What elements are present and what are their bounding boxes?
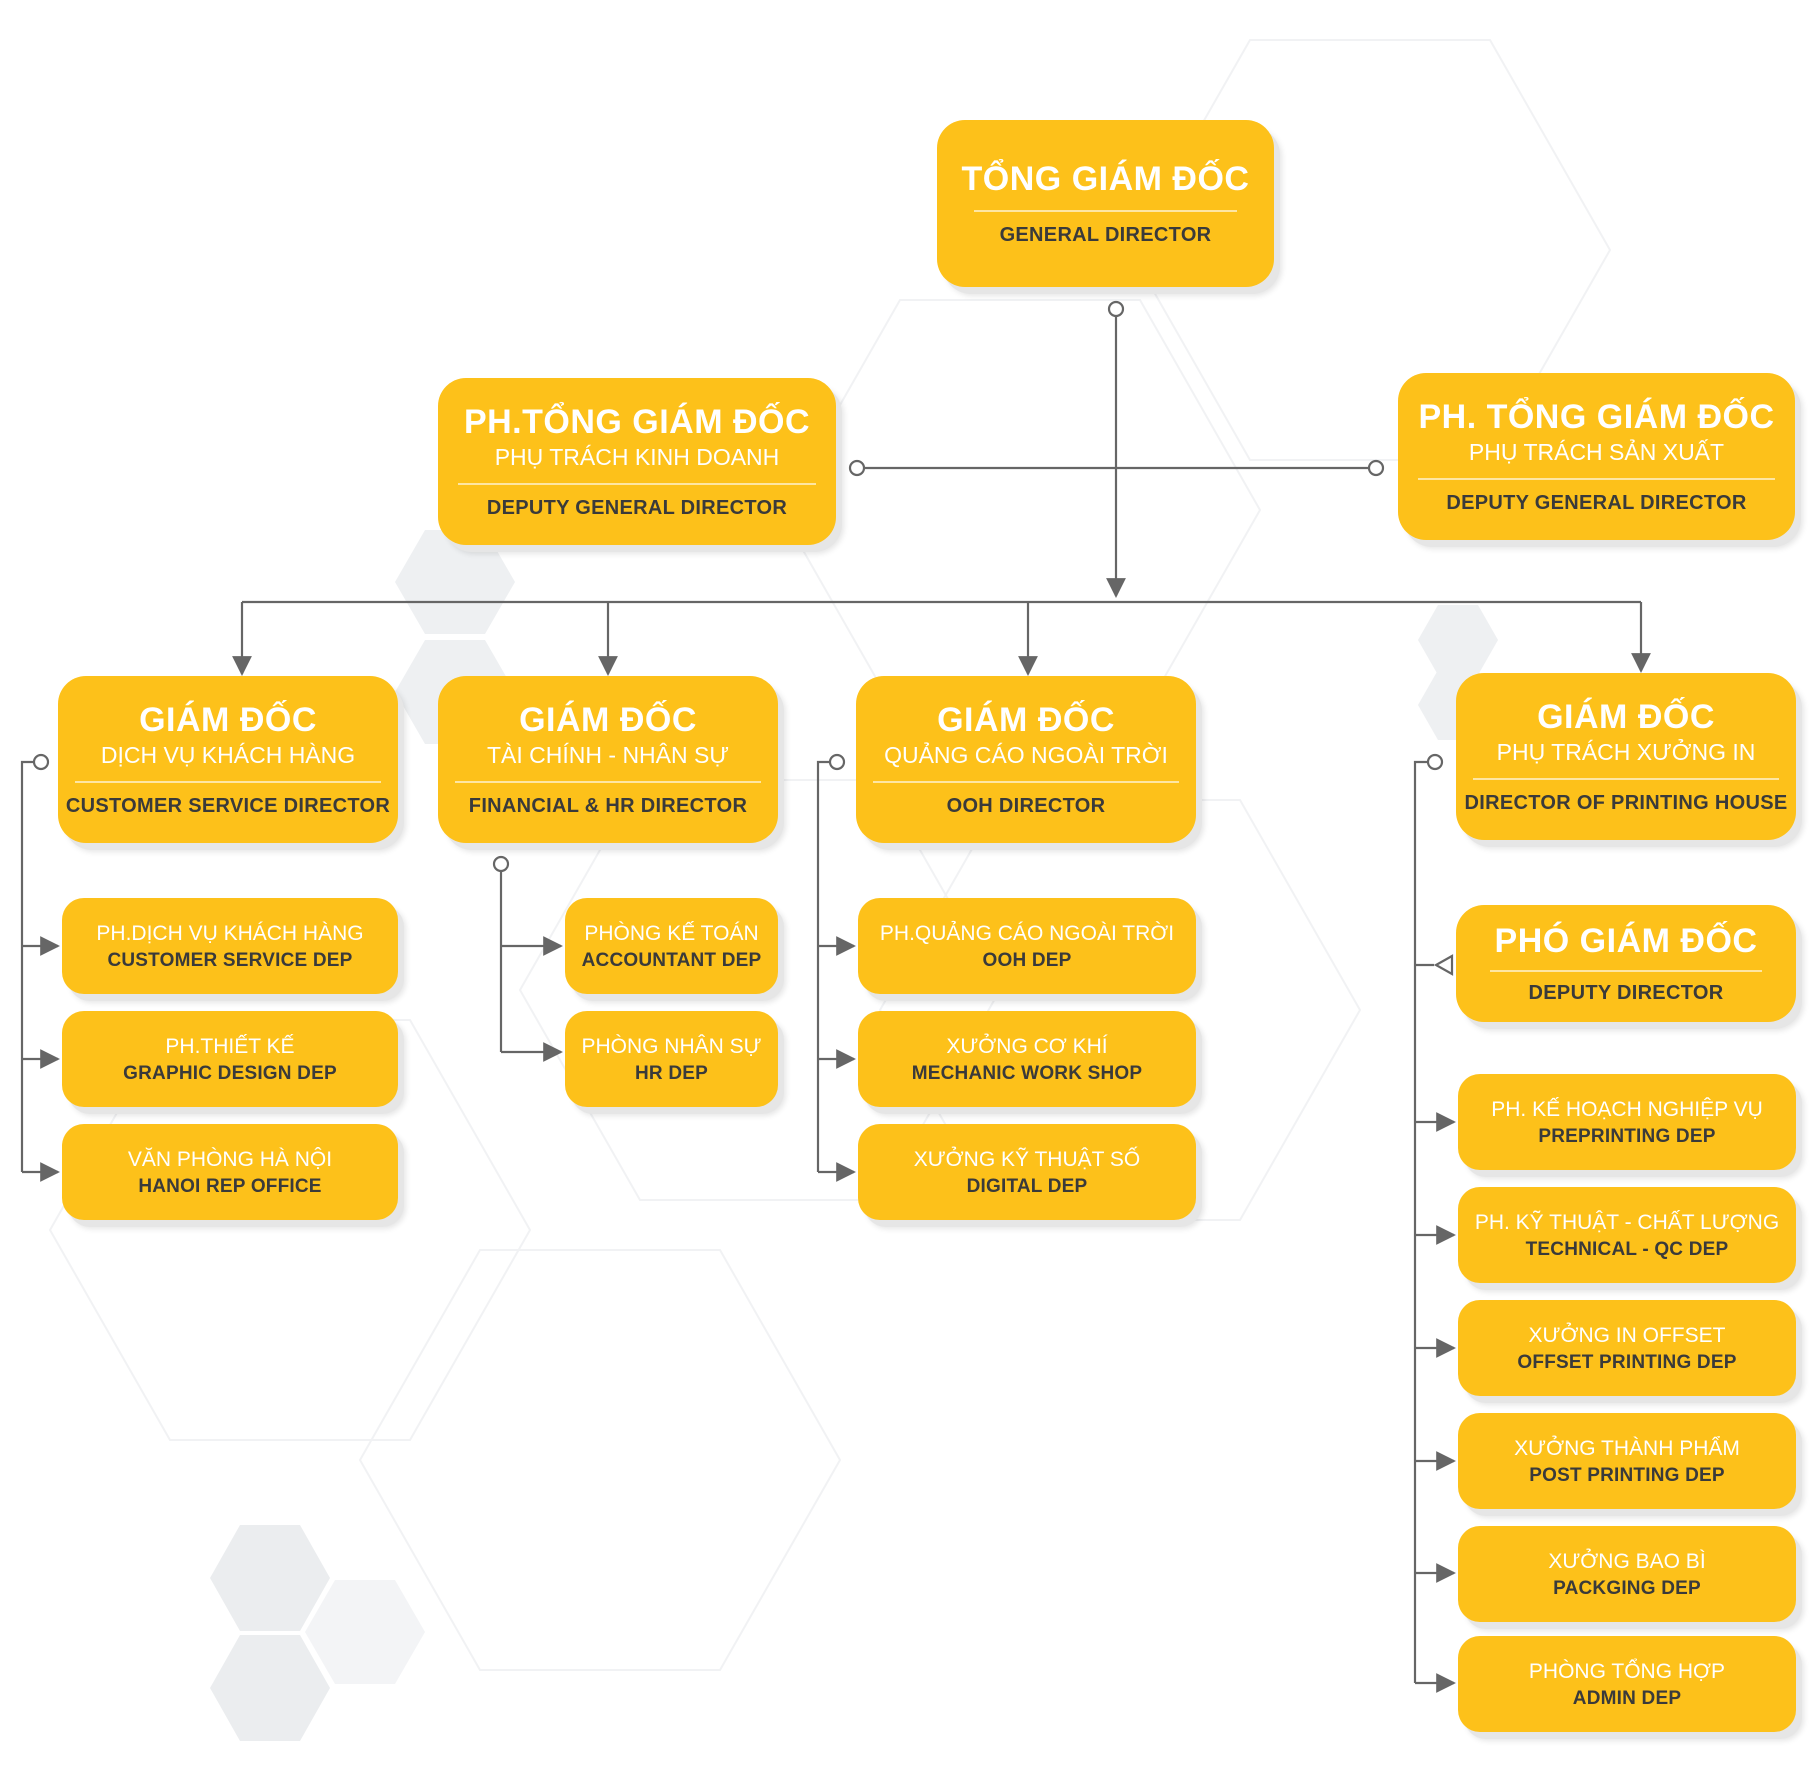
dept-name: VĂN PHÒNG HÀ NỘI — [127, 1147, 333, 1171]
dept-name-en: ADMIN DEP — [1572, 1688, 1682, 1710]
dept-name: PH. KẾ HOẠCH NGHIỆP VỤ — [1491, 1097, 1763, 1121]
dept-packaging[interactable]: XƯỞNG BAO BÌ PACKGING DEP — [1458, 1526, 1796, 1622]
customer-service-director-box[interactable]: GIÁM ĐỐC DỊCH VỤ KHÁCH HÀNG CUSTOMER SER… — [58, 676, 398, 843]
deputy-business-box[interactable]: PH.TỔNG GIÁM ĐỐC PHỤ TRÁCH KINH DOANH DE… — [438, 378, 836, 545]
dept-ooh[interactable]: PH.QUẢNG CÁO NGOÀI TRỜI OOH DEP — [858, 898, 1196, 994]
dept-name: PH.DỊCH VỤ KHÁCH HÀNG — [96, 921, 364, 945]
dept-offset-printing[interactable]: XƯỞNG IN OFFSET OFFSET PRINTING DEP — [1458, 1300, 1796, 1396]
divider — [1417, 477, 1776, 480]
finance-hr-director-box[interactable]: GIÁM ĐỐC TÀI CHÍNH - NHÂN SỰ FINANCIAL &… — [438, 676, 778, 843]
dept-name-en: TECHNICAL - QC DEP — [1525, 1239, 1729, 1261]
dept-name: PHÒNG NHÂN SỰ — [581, 1034, 762, 1058]
dept-graphic-design[interactable]: PH.THIẾT KẾ GRAPHIC DESIGN DEP — [62, 1011, 398, 1107]
dept-admin[interactable]: PHÒNG TỔNG HỢP ADMIN DEP — [1458, 1636, 1796, 1732]
printing-house-director-box[interactable]: GIÁM ĐỐC PHỤ TRÁCH XƯỞNG IN DIRECTOR OF … — [1456, 673, 1796, 840]
dept-technical-qc[interactable]: PH. KỸ THUẬT - CHẤT LƯỢNG TECHNICAL - QC… — [1458, 1187, 1796, 1283]
dept-name-en: OOH DEP — [982, 950, 1072, 972]
ooh-director-box[interactable]: GIÁM ĐỐC QUẢNG CÁO NGOÀI TRỜI OOH DIRECT… — [856, 676, 1196, 843]
dept-name-en: CUSTOMER SERVICE DEP — [107, 950, 353, 972]
divider — [457, 482, 817, 485]
divider — [873, 780, 1179, 783]
general-director-en: GENERAL DIRECTOR — [999, 224, 1212, 247]
divider — [1473, 777, 1779, 780]
dept-hr[interactable]: PHÒNG NHÂN SỰ HR DEP — [565, 1011, 778, 1107]
dept-name: XƯỞNG KỸ THUẬT SỐ — [913, 1147, 1141, 1171]
dept-customer-service[interactable]: PH.DỊCH VỤ KHÁCH HÀNG CUSTOMER SERVICE D… — [62, 898, 398, 994]
deputy-director-box[interactable]: PHÓ GIÁM ĐỐC DEPUTY DIRECTOR — [1456, 905, 1796, 1022]
dept-name: XƯỞNG CƠ KHÍ — [946, 1034, 1108, 1058]
director-subtitle: QUẢNG CÁO NGOÀI TRỜI — [884, 742, 1168, 769]
dept-name: PH.THIẾT KẾ — [165, 1034, 295, 1058]
dept-name-en: MECHANIC WORK SHOP — [911, 1063, 1143, 1085]
dept-name: PH. KỸ THUẬT - CHẤT LƯỢNG — [1474, 1210, 1780, 1234]
director-title: GIÁM ĐỐC — [937, 701, 1115, 740]
deputy-business-title: PH.TỔNG GIÁM ĐỐC — [463, 403, 811, 442]
dept-preprinting[interactable]: PH. KẾ HOẠCH NGHIỆP VỤ PREPRINTING DEP — [1458, 1074, 1796, 1170]
dept-name-en: PACKGING DEP — [1553, 1578, 1701, 1600]
dept-name: XƯỞNG IN OFFSET — [1528, 1323, 1726, 1347]
dept-name: PHÒNG KẾ TOÁN — [584, 921, 759, 945]
director-en: FINANCIAL & HR DIRECTOR — [468, 794, 748, 817]
deputy-director-en: DEPUTY DIRECTOR — [1528, 981, 1724, 1004]
dept-post-printing[interactable]: XƯỞNG THÀNH PHẨM POST PRINTING DEP — [1458, 1413, 1796, 1509]
deputy-production-title: PH. TỔNG GIÁM ĐỐC — [1418, 398, 1775, 437]
director-en: CUSTOMER SERVICE DIRECTOR — [65, 794, 391, 817]
dept-name-en: POST PRINTING DEP — [1529, 1465, 1725, 1487]
director-en: DIRECTOR OF PRINTING HOUSE — [1464, 791, 1788, 814]
dept-digital[interactable]: XƯỞNG KỸ THUẬT SỐ DIGITAL DEP — [858, 1124, 1196, 1220]
dept-name-en: DIGITAL DEP — [966, 1176, 1088, 1198]
dept-name-en: OFFSET PRINTING DEP — [1517, 1352, 1737, 1374]
director-subtitle: TÀI CHÍNH - NHÂN SỰ — [487, 742, 729, 769]
dept-name: PHÒNG TỔNG HỢP — [1528, 1659, 1726, 1683]
dept-name-en: HANOI REP OFFICE — [138, 1176, 322, 1198]
divider — [455, 780, 761, 783]
dept-name-en: HR DEP — [635, 1063, 708, 1085]
director-title: GIÁM ĐỐC — [519, 701, 697, 740]
deputy-production-subtitle: PHỤ TRÁCH SẢN XUẤT — [1468, 439, 1725, 466]
dept-name: PH.QUẢNG CÁO NGOÀI TRỜI — [879, 921, 1175, 945]
divider — [1490, 969, 1762, 972]
director-en: OOH DIRECTOR — [946, 794, 1106, 817]
dept-hanoi-office[interactable]: VĂN PHÒNG HÀ NỘI HANOI REP OFFICE — [62, 1124, 398, 1220]
dept-name-en: ACCOUNTANT DEP — [581, 950, 762, 972]
dept-name: XƯỞNG THÀNH PHẨM — [1514, 1436, 1740, 1460]
director-subtitle: PHỤ TRÁCH XƯỞNG IN — [1496, 739, 1756, 766]
dept-name-en: PREPRINTING DEP — [1538, 1126, 1716, 1148]
deputy-business-en: DEPUTY GENERAL DIRECTOR — [486, 496, 788, 519]
director-title: GIÁM ĐỐC — [139, 701, 317, 740]
general-director-box[interactable]: TỔNG GIÁM ĐỐC GENERAL DIRECTOR — [937, 120, 1274, 287]
dept-accountant[interactable]: PHÒNG KẾ TOÁN ACCOUNTANT DEP — [565, 898, 778, 994]
deputy-business-subtitle: PHỤ TRÁCH KINH DOANH — [494, 444, 780, 471]
divider — [75, 780, 381, 783]
dept-name-en: GRAPHIC DESIGN DEP — [123, 1063, 337, 1085]
director-subtitle: DỊCH VỤ KHÁCH HÀNG — [100, 742, 356, 769]
dept-mechanic-workshop[interactable]: XƯỞNG CƠ KHÍ MECHANIC WORK SHOP — [858, 1011, 1196, 1107]
deputy-production-box[interactable]: PH. TỔNG GIÁM ĐỐC PHỤ TRÁCH SẢN XUẤT DEP… — [1398, 373, 1795, 540]
general-director-title: TỔNG GIÁM ĐỐC — [961, 159, 1250, 198]
dept-name: XƯỞNG BAO BÌ — [1548, 1549, 1706, 1573]
deputy-director-title: PHÓ GIÁM ĐỐC — [1494, 922, 1758, 961]
deputy-production-en: DEPUTY GENERAL DIRECTOR — [1446, 491, 1747, 514]
divider — [974, 210, 1237, 213]
director-title: GIÁM ĐỐC — [1537, 698, 1715, 737]
